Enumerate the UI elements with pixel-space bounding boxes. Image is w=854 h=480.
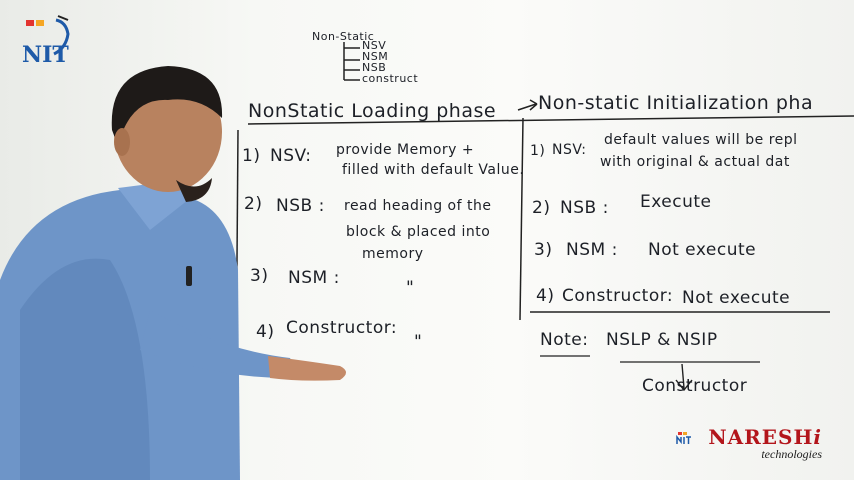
left-row1-line2: filled with default Value.: [342, 162, 525, 178]
right-title: Non-static Initialization pha: [538, 92, 814, 114]
right-row3-key: NSM :: [566, 240, 618, 260]
left-row4-key: Constructor:: [286, 318, 398, 338]
left-row2-key: NSB :: [276, 196, 325, 216]
left-row3-key: NSM :: [288, 268, 340, 288]
brand-name-text: NARESH: [708, 425, 814, 449]
right-row4-value: Not execute: [682, 288, 791, 308]
brand-name: NARESHi: [708, 425, 822, 449]
left-row2-num: 2): [244, 194, 263, 214]
left-row3-ditto: ": [406, 278, 415, 298]
brand-mini-logo-icon: [676, 430, 694, 446]
brand-subtitle: technologies: [761, 447, 822, 461]
nonstatic-item-construct: construct: [362, 72, 419, 85]
note-text: NSLP & NSIP: [606, 330, 718, 350]
nit-logo: NIT: [18, 12, 78, 74]
left-row4-num: 4): [256, 322, 275, 342]
nonstatic-item-nsv: NSV: [362, 39, 387, 52]
presenter: [0, 66, 346, 480]
right-row3-num: 3): [534, 240, 553, 260]
brand-name-suffix: i: [813, 425, 822, 449]
left-row1-line1: provide Memory +: [336, 142, 475, 158]
left-row1-key: NSV:: [270, 146, 312, 166]
nonstatic-heading: Non-Static: [312, 30, 375, 43]
left-title: NonStatic Loading phase: [248, 100, 497, 122]
brand-logo: NARESHi technologies: [708, 425, 822, 462]
right-row4-num: 4): [536, 286, 555, 306]
list-bracket: [343, 42, 360, 81]
left-row1-num: 1): [242, 146, 261, 166]
left-row3-num: 3): [250, 266, 269, 286]
right-row2-value: Execute: [640, 192, 712, 212]
right-row2-key: NSB :: [560, 198, 609, 218]
left-row4-ditto: ": [414, 332, 423, 352]
right-row2-num: 2): [532, 198, 551, 218]
nit-logo-text: NIT: [22, 42, 69, 68]
right-row3-value: Not execute: [648, 240, 757, 260]
right-row1-key: NSV:: [552, 142, 587, 158]
right-row1-num: 1): [530, 143, 546, 159]
note-label: Note:: [540, 330, 589, 350]
right-row1-line2: with original & actual dat: [600, 154, 790, 170]
left-row2-line2: block & placed into: [346, 224, 491, 240]
right-row1-line1: default values will be repl: [604, 132, 798, 148]
left-row2-line3: memory: [362, 246, 424, 262]
right-row4-key: Constructor:: [562, 286, 674, 306]
nonstatic-item-nsm: NSM: [362, 50, 389, 63]
left-row2-line1: read heading of the: [344, 198, 492, 214]
nonstatic-item-nsb: NSB: [362, 61, 387, 74]
note-target: Constructor: [642, 376, 748, 396]
